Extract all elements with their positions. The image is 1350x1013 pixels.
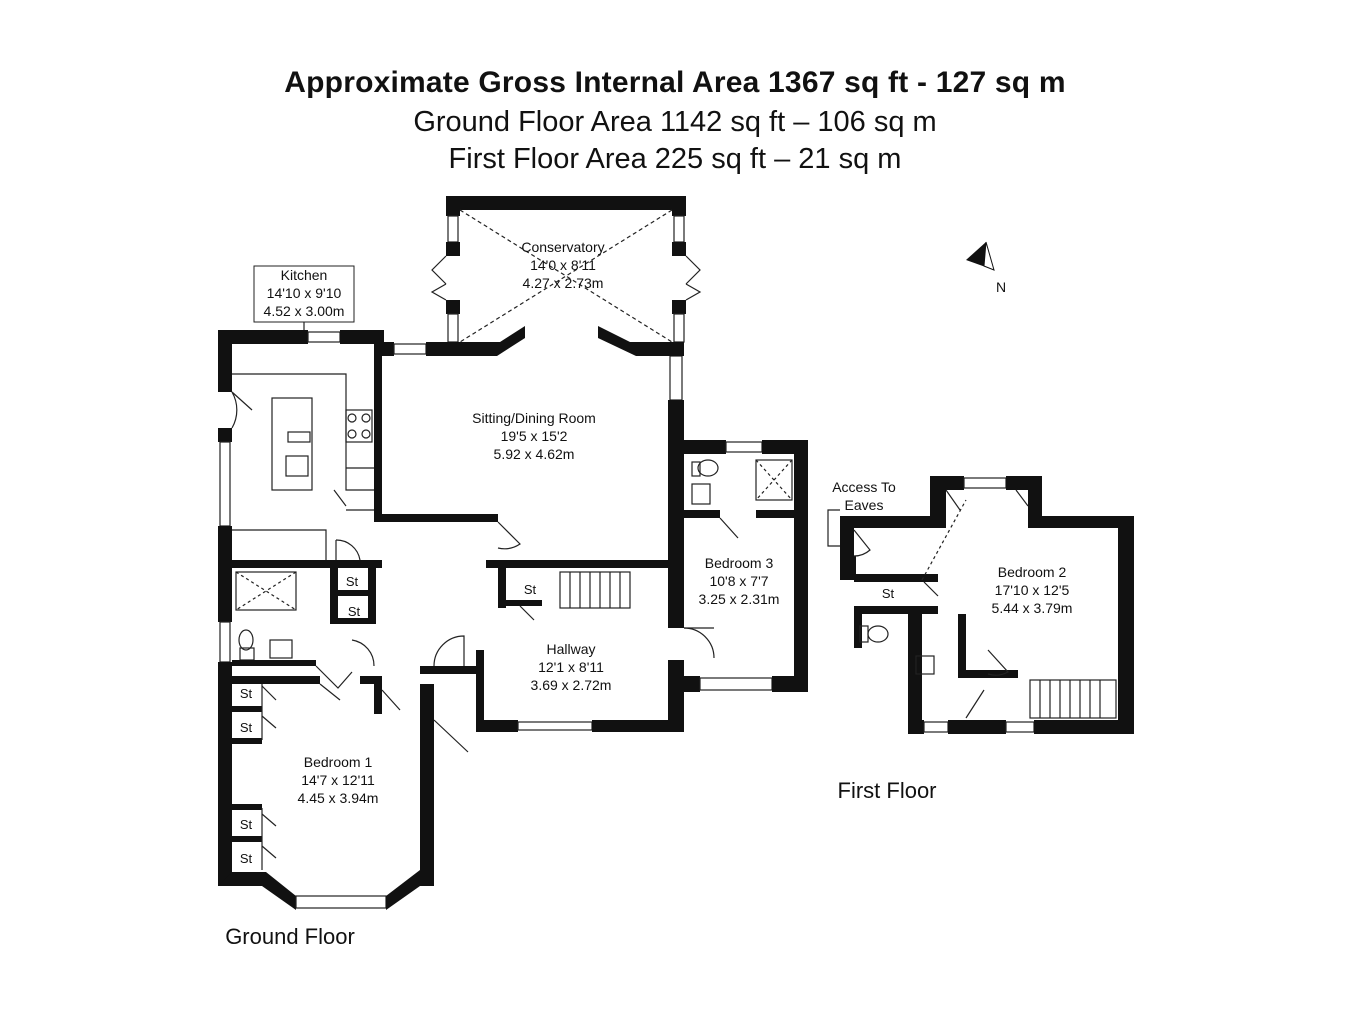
bedroom2-metric: 5.44 x 3.79m	[992, 600, 1073, 616]
kitchen-label: Kitchen 14'10 x 9'10 4.52 x 3.00m	[253, 265, 355, 330]
bedroom-1-label: Bedroom 1 14'7 x 12'11 4.45 x 3.94m	[298, 754, 379, 806]
sitting-door-swing	[497, 521, 521, 550]
ground-floor-label: Ground Floor	[225, 924, 355, 949]
storage-label: St	[240, 851, 253, 866]
conservatory-imperial: 14'0 x 8'11	[530, 257, 596, 273]
storage-label: St	[348, 604, 361, 619]
sitting-metric: 5.92 x 4.62m	[494, 446, 575, 462]
conservatory-walls	[430, 196, 702, 356]
gross-area-title: Approximate Gross Internal Area 1367 sq …	[284, 66, 1066, 99]
conservatory-name: Conservatory	[521, 239, 604, 255]
bedroom2-name: Bedroom 2	[998, 564, 1067, 580]
ground-floor-plan	[218, 196, 808, 910]
conservatory-label: Conservatory 14'0 x 8'11 4.27 x 2.73m	[521, 239, 604, 291]
kitchen-partition	[232, 560, 382, 568]
storage-label: St	[346, 574, 359, 589]
conservatory-metric: 4.27 x 2.73m	[523, 275, 604, 291]
hallway-name: Hallway	[546, 641, 595, 657]
storage-label: St	[240, 686, 253, 701]
hallway-imperial: 12'1 x 8'11	[538, 659, 604, 675]
bedroom1-metric: 4.45 x 3.94m	[298, 790, 379, 806]
first-floor-plan	[827, 476, 1134, 734]
storage-label: St	[240, 720, 253, 735]
bedroom1-imperial: 14'7 x 12'11	[301, 772, 375, 788]
bedroom-3-walls	[684, 440, 808, 692]
bedroom3-metric: 3.25 x 2.31m	[699, 591, 780, 607]
bedroom1-name: Bedroom 1	[304, 754, 373, 770]
bedroom-1-walls	[218, 676, 434, 910]
sitting-imperial: 19'5 x 15'2	[501, 428, 568, 444]
hallway-label: Hallway 12'1 x 8'11 3.69 x 2.72m	[531, 641, 612, 693]
kitchen-metric: 4.52 x 3.00m	[264, 303, 345, 319]
first-floor-label: First Floor	[838, 778, 937, 803]
sitting-room-label: Sitting/Dining Room 19'5 x 15'2 5.92 x 4…	[472, 410, 596, 462]
hallway-walls	[381, 568, 715, 753]
ground-floor-area: Ground Floor Area 1142 sq ft – 106 sq m	[413, 106, 937, 138]
sitting-room-walls	[374, 342, 684, 570]
storage-labels: St St St St St St St St	[240, 574, 895, 866]
eaves-line-2: Eaves	[845, 497, 884, 513]
bedroom3-imperial: 10'8 x 7'7	[709, 573, 768, 589]
bedroom-2-label: Bedroom 2 17'10 x 12'5 5.44 x 3.79m	[992, 564, 1073, 616]
kitchen-imperial: 14'10 x 9'10	[267, 285, 342, 301]
kitchen-walls	[218, 330, 384, 568]
eaves-label: Access To Eaves	[832, 479, 896, 513]
north-arrow-icon: N	[966, 241, 1006, 295]
kitchen-door-swing	[335, 539, 361, 561]
storage-label: St	[240, 817, 253, 832]
storage-label: St	[882, 586, 895, 601]
floorplan-header: Approximate Gross Internal Area 1367 sq …	[0, 62, 1350, 178]
bedroom-3-label: Bedroom 3 10'8 x 7'7 3.25 x 2.31m	[699, 555, 780, 607]
kitchen-name: Kitchen	[281, 267, 328, 283]
shower-room	[218, 568, 376, 689]
north-label: N	[996, 279, 1006, 295]
bedroom2-imperial: 17'10 x 12'5	[995, 582, 1070, 598]
sitting-name: Sitting/Dining Room	[472, 410, 596, 426]
hallway-metric: 3.69 x 2.72m	[531, 677, 612, 693]
first-floor-area: First Floor Area 225 sq ft – 21 sq m	[448, 143, 902, 175]
eaves-line-1: Access To	[832, 479, 896, 495]
storage-label: St	[524, 582, 537, 597]
bedroom3-name: Bedroom 3	[705, 555, 774, 571]
